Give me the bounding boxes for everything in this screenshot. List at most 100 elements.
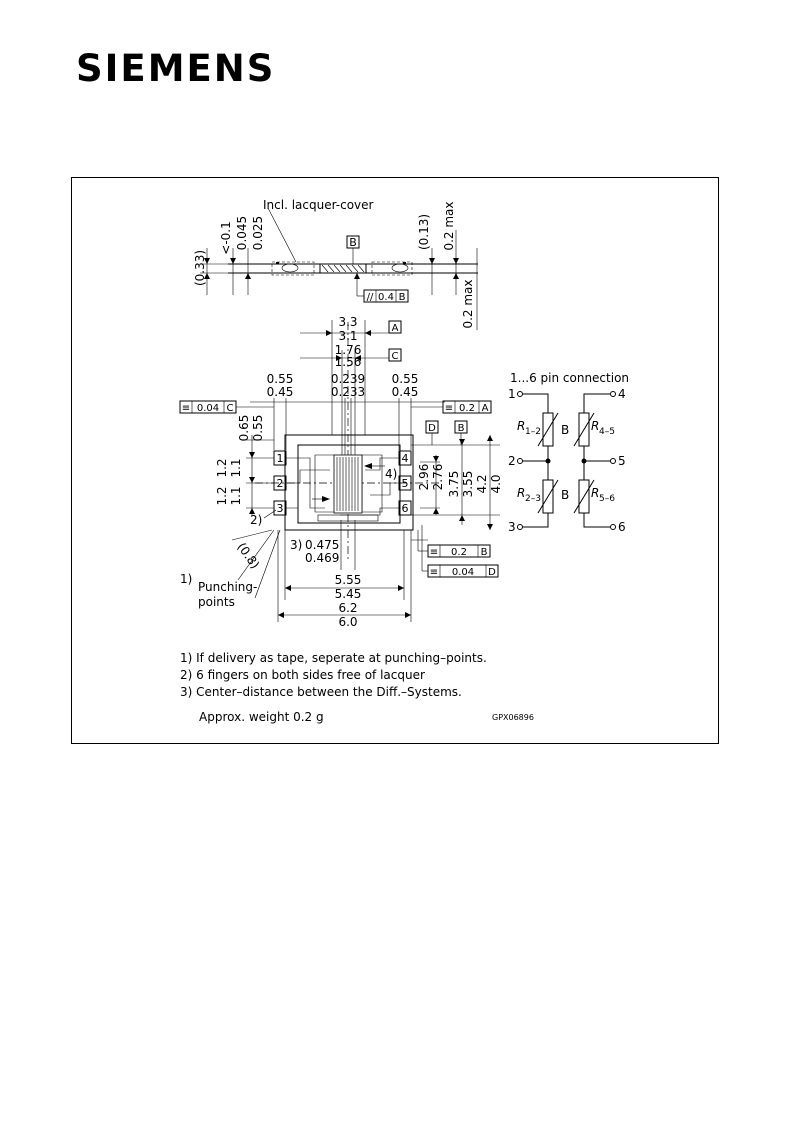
- dim-42: 4.2: [475, 474, 489, 493]
- dim-055-left: 0.55: [267, 372, 294, 386]
- dim-296: 2.96: [417, 464, 431, 491]
- dim-0469: 0.469: [305, 551, 339, 565]
- datum-b-side: B: [349, 236, 357, 249]
- dim-40: 4.0: [489, 474, 503, 493]
- tol-left-symbol: ≡: [182, 403, 190, 414]
- dim-276: 2.76: [431, 464, 445, 491]
- top-view: 1 2 3 4 5 6 3.3 3.1 A 1.76 1.56 C: [179, 315, 503, 629]
- tol-right-value: 0.2: [459, 403, 475, 414]
- dim-minus-01: <-0.1: [219, 221, 233, 254]
- dim-555: 5.55: [335, 573, 362, 587]
- dim-045-right: 0.45: [392, 385, 419, 399]
- b-field-bottom: B: [561, 488, 569, 502]
- dim-12-b: 1.2: [215, 486, 229, 505]
- dim-055-right: 0.55: [392, 372, 419, 386]
- tol-right-symbol: ≡: [445, 403, 453, 414]
- pin-diag-3: 3: [508, 520, 516, 534]
- resistor-r45: [578, 412, 590, 447]
- datum-b-top: B: [458, 423, 465, 434]
- tol-b-symbol: ≡: [430, 547, 438, 558]
- resistor-r56: [578, 479, 590, 514]
- datum-d: D: [428, 423, 436, 434]
- pin-5-label: 5: [402, 477, 409, 490]
- pin-3-label: 3: [277, 502, 284, 515]
- pin-2-label: 2: [277, 477, 284, 490]
- dim-0233: 0.233: [331, 385, 365, 399]
- punch-label-1: Punching-: [198, 580, 257, 594]
- r56-sub: 5–6: [599, 494, 615, 504]
- r23-label: R: [517, 486, 525, 500]
- drawing-code: GPX06896: [492, 713, 534, 722]
- datum-c: C: [392, 351, 399, 362]
- dim-156: 1.56: [335, 355, 362, 369]
- siemens-logo: SIEMENS: [76, 47, 276, 90]
- dim-08: (0.8): [234, 540, 262, 571]
- r23-sub: 2–3: [525, 494, 541, 504]
- tol-b-ref: B: [481, 547, 488, 558]
- dim-375: 3.75: [447, 471, 461, 498]
- pin-diag-5: 5: [618, 454, 626, 468]
- dim-545: 5.45: [335, 587, 362, 601]
- punch-note-number: 1): [180, 572, 192, 586]
- pin-diag-1: 1: [508, 387, 516, 401]
- tol-d-symbol: ≡: [430, 567, 438, 578]
- resistor-r12: [542, 412, 554, 447]
- r45-label: R: [591, 419, 599, 433]
- tol-b-value: 0.2: [451, 547, 467, 558]
- dim-0025: 0.025: [251, 216, 265, 250]
- dim-11-b: 1.1: [229, 486, 243, 505]
- pin-diag-2: 2: [508, 454, 516, 468]
- r56-label: R: [591, 486, 599, 500]
- tol-d-ref: D: [488, 567, 496, 578]
- note-1: 1) If delivery as tape, seperate at punc…: [180, 651, 487, 665]
- tol-parallel-symbol: //: [367, 292, 374, 303]
- dim-0239: 0.239: [331, 372, 365, 386]
- note-3: 3) Center–distance between the Diff.–Sys…: [180, 685, 462, 699]
- pin-4-label: 4: [402, 452, 409, 465]
- r45-sub: 4–5: [599, 427, 615, 437]
- dim-31: 3.1: [338, 329, 357, 343]
- tol-left-ref: C: [227, 403, 234, 414]
- r12-label: R: [517, 419, 525, 433]
- pin-connection-diagram: 1...6 pin connection 1 2 3 4 5 6 R 1–2 R…: [508, 371, 629, 534]
- datum-a: A: [392, 323, 399, 334]
- punch-label-2: points: [198, 595, 235, 609]
- drawing-frame: [71, 177, 719, 744]
- dim-033: (0.33): [193, 250, 207, 286]
- tol-d-value: 0.04: [452, 567, 474, 578]
- b-field-top: B: [561, 423, 569, 437]
- note-4-callout: 4): [385, 467, 397, 481]
- dim-12-a: 1.2: [215, 458, 229, 477]
- note-2-callout: 2): [250, 513, 262, 527]
- dim-11-a: 1.1: [229, 458, 243, 477]
- lacquer-cover-label: Incl. lacquer-cover: [263, 198, 374, 212]
- pin-diag-4: 4: [618, 387, 626, 401]
- dim-055-vertical: 0.55: [251, 415, 265, 442]
- pin-1-label: 1: [277, 452, 284, 465]
- dim-02max-bottom: 0.2 max: [461, 279, 475, 328]
- tol-parallel-ref: B: [399, 292, 406, 303]
- pin-6-label: 6: [402, 502, 409, 515]
- side-view: Incl. lacquer-cover (0.33) <-0.1 0.045 0…: [193, 198, 478, 330]
- dim-355: 3.55: [461, 471, 475, 498]
- dim-33: 3.3: [338, 315, 357, 329]
- pin-connection-title: 1...6 pin connection: [510, 371, 629, 385]
- dim-0045: 0.045: [235, 216, 249, 250]
- pin-diag-6: 6: [618, 520, 626, 534]
- dim-065: 0.65: [237, 415, 251, 442]
- dim-013: (0.13): [417, 214, 431, 250]
- note-3-callout: 3): [290, 538, 302, 552]
- tol-right-ref: A: [482, 403, 489, 414]
- resistor-r23: [542, 479, 554, 514]
- r12-sub: 1–2: [525, 427, 541, 437]
- tol-left-value: 0.04: [197, 403, 219, 414]
- dim-02max-top: 0.2 max: [442, 201, 456, 250]
- dim-045-left: 0.45: [267, 385, 294, 399]
- dim-176: 1.76: [335, 343, 362, 357]
- dim-62: 6.2: [338, 601, 357, 615]
- dim-60: 6.0: [338, 615, 357, 629]
- note-2: 2) 6 fingers on both sides free of lacqu…: [180, 668, 425, 682]
- notes: 1) If delivery as tape, seperate at punc…: [180, 651, 534, 724]
- dim-0475: 0.475: [305, 538, 339, 552]
